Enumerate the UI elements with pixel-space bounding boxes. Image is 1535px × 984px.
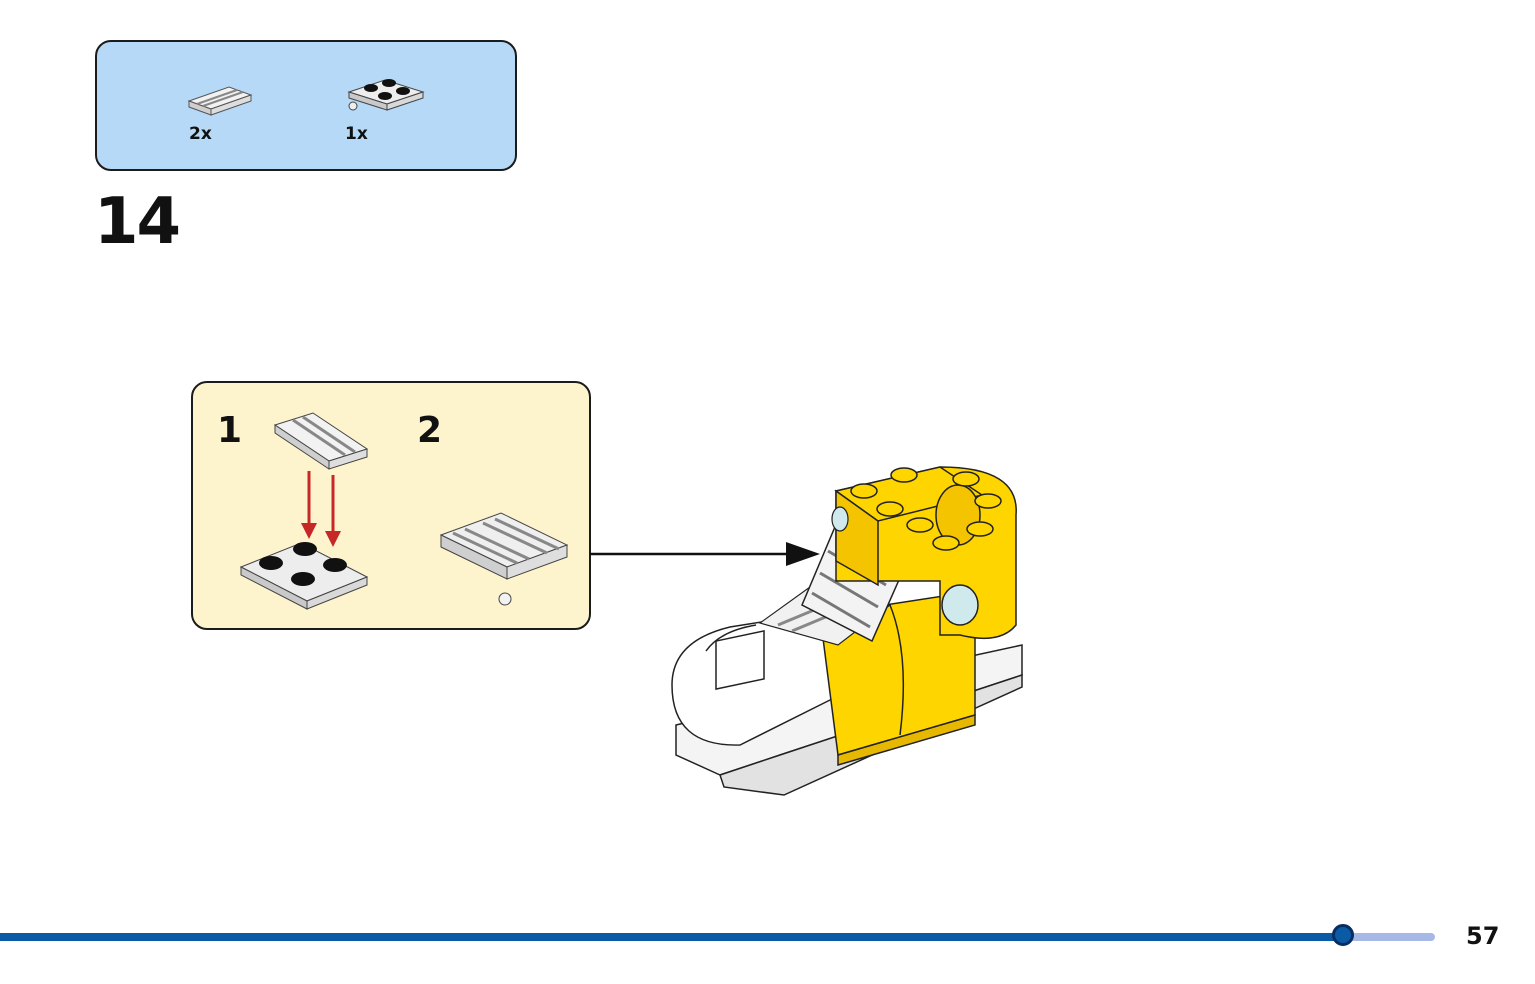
page-number: 57	[1466, 922, 1500, 950]
callout-arrow-icon	[590, 542, 820, 566]
white-2x2-plate-with-pin-icon	[347, 79, 425, 111]
sub-step-number: 1	[217, 410, 243, 451]
parts-list-box: 2x 1x	[95, 40, 517, 171]
progress-bar	[0, 933, 1345, 941]
assembled-rail-plate-icon	[439, 512, 569, 606]
sub-step-number: 2	[417, 410, 443, 451]
yellow-sneaker-model-icon	[671, 466, 1023, 796]
step-number: 14	[94, 185, 181, 259]
part-quantity: 1x	[345, 124, 368, 144]
progress-bar-remaining	[1345, 933, 1435, 941]
white-tile-with-rails-icon	[187, 86, 253, 116]
sub-assembly-box: 1 2	[191, 381, 591, 630]
part-quantity: 2x	[189, 124, 212, 144]
tile-onto-plate-assembly-icon	[239, 412, 369, 610]
progress-indicator	[1332, 924, 1354, 946]
